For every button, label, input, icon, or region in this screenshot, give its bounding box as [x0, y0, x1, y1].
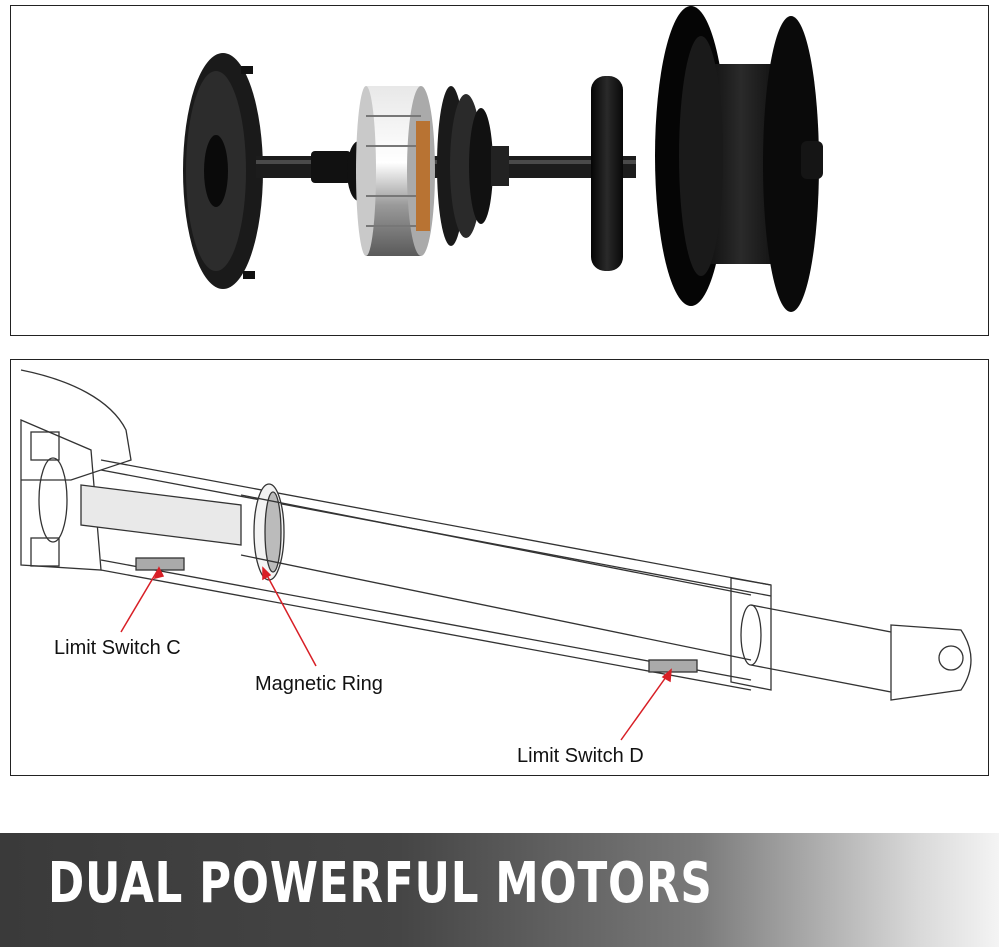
exploded-motor-illustration: [183, 6, 823, 312]
hub-housing: [655, 6, 823, 312]
limit-switch-c-marker: [135, 557, 185, 571]
ring-plate: [591, 76, 623, 271]
exploded-motor-panel: [10, 5, 989, 336]
actuator-line-drawing: [20, 369, 972, 741]
actuator-cutaway-panel: Limit Switch C Magnetic Ring Limit Switc…: [10, 359, 989, 776]
banner-title: DUAL POWERFUL MOTORS: [48, 851, 713, 916]
title-banner: DUAL POWERFUL MOTORS: [0, 833, 999, 947]
callout-arrows: [120, 566, 672, 741]
rod-clevis: [890, 624, 972, 701]
limit-switch-d-label: Limit Switch D: [517, 745, 644, 767]
planetary-gears: [437, 86, 509, 246]
motor-housing: [20, 369, 132, 481]
end-cap: [183, 53, 263, 289]
limit-switch-d-marker: [648, 659, 698, 673]
stator: [356, 86, 435, 256]
magnetic-ring-label: Magnetic Ring: [255, 673, 383, 695]
limit-switch-c-label: Limit Switch C: [54, 637, 181, 659]
